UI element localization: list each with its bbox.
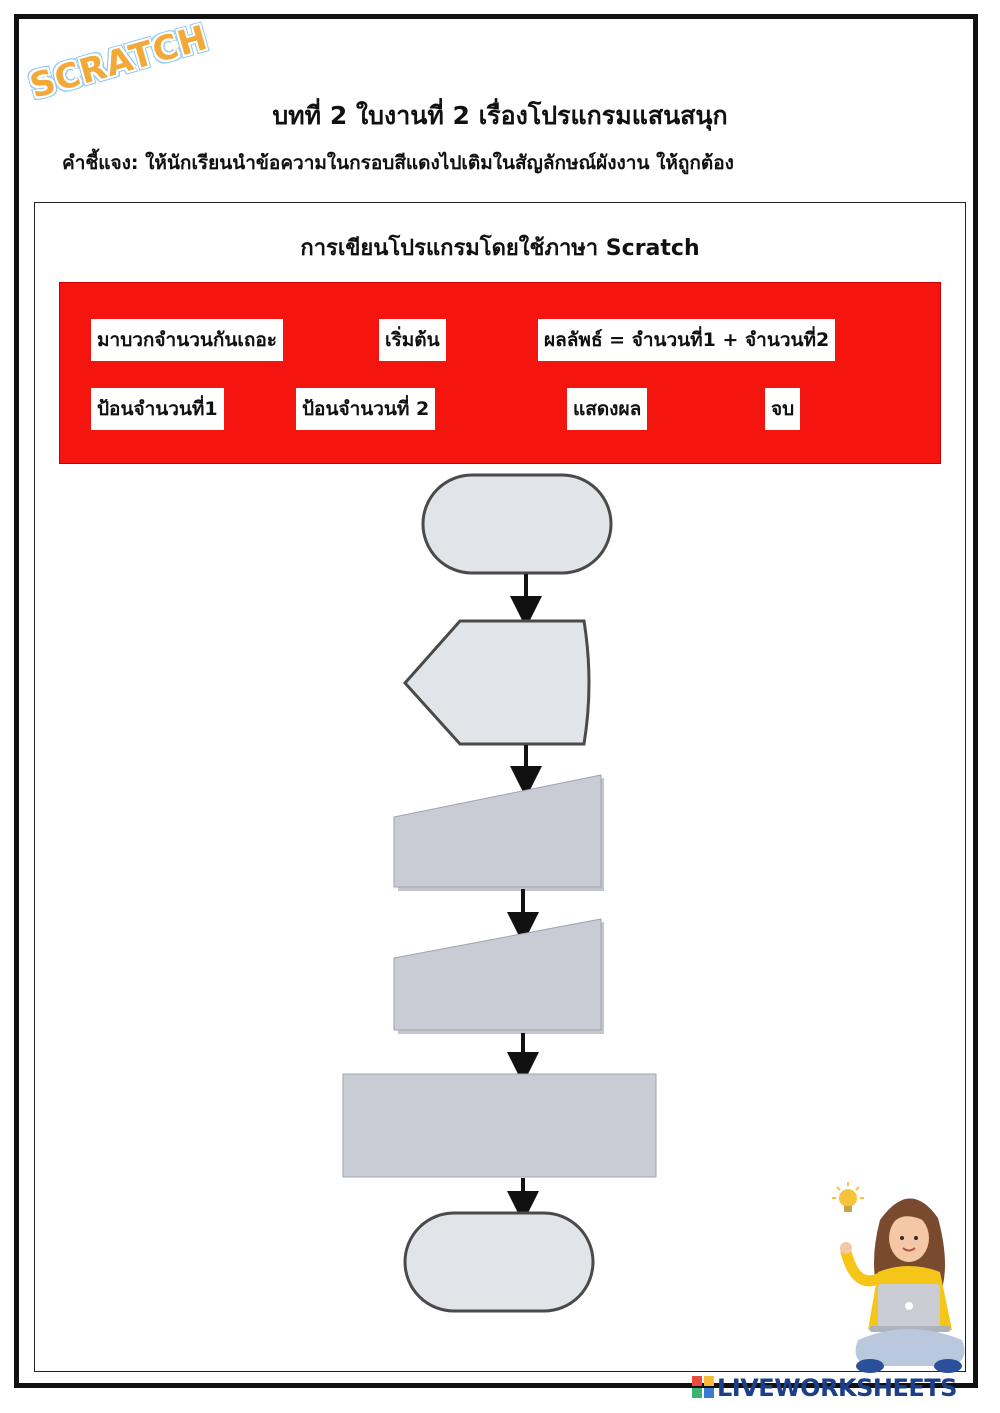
liveworksheets-brand: LIVEWORKSHEETS [692,1374,957,1402]
terminator-end-slot[interactable] [403,1211,595,1313]
page-title: บทที่ 2 ใบงานที่ 2 เรื่องโปรแกรมแสนสนุก [272,101,728,130]
chip-end[interactable]: จบ [765,388,801,430]
activity-frame [34,202,966,1372]
display-slot[interactable] [402,619,591,746]
chip-input-number-2[interactable]: ป้อนจำนวนที่ 2 [296,388,436,430]
worksheet-border [14,14,978,1388]
terminator-start-slot[interactable] [421,473,613,575]
liveworksheets-brand-text: LIVEWORKSHEETS [717,1374,957,1402]
manual-input-1-slot[interactable] [393,774,602,888]
student-laptop-illustration [832,1182,965,1373]
chip-lets-add-numbers[interactable]: มาบวกจำนวนกันเถอะ [91,319,283,361]
lightbulb-icon [832,1182,864,1212]
word-bank: มาบวกจำนวนกันเถอะ เริ่มต้น ผลลัพธ์ = จำน… [59,282,941,464]
chip-result-formula[interactable]: ผลลัพธ์ = จำนวนที่1 + จำนวนที่2 [538,319,836,361]
manual-input-2-slot[interactable] [393,918,602,1031]
chip-start[interactable]: เริ่มต้น [379,319,446,361]
process-slot[interactable] [342,1073,657,1178]
liveworksheets-logo-icon [692,1376,714,1398]
chip-display[interactable]: แสดงผล [567,388,648,430]
instruction-text: คำชี้แจง: ให้นักเรียนนำข้อความในกรอบสีแด… [62,152,734,174]
activity-subtitle: การเขียนโปรแกรมโดยใช้ภาษา Scratch [300,236,700,261]
chip-input-number-1[interactable]: ป้อนจำนวนที่1 [91,388,224,430]
